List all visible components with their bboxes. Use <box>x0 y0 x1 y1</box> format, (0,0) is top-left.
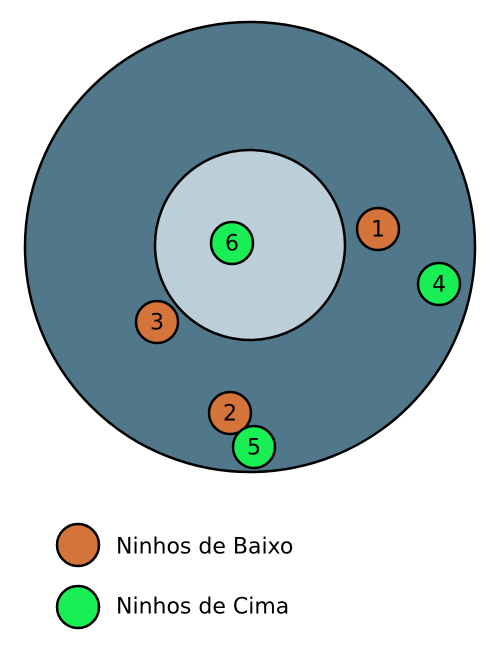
legend: Ninhos de Baixo Ninhos de Cima <box>55 522 293 630</box>
nest-5-label: 5 <box>247 436 261 461</box>
nest-4-marker <box>416 261 462 307</box>
nest-5: 5 <box>231 424 277 470</box>
nest-4-label: 4 <box>432 273 446 298</box>
nest-1-marker <box>355 206 401 252</box>
nest-6-label: 6 <box>225 232 239 257</box>
nest-3: 3 <box>134 299 180 345</box>
legend-label-cima: Ninhos de Cima <box>116 595 289 620</box>
nest-6: 6 <box>209 220 255 266</box>
nest-1-label: 1 <box>371 218 385 243</box>
nest-5-marker <box>231 424 277 470</box>
nest-2: 2 <box>207 390 253 436</box>
nests-layer: 6 1 3 4 25 <box>134 206 462 470</box>
nest-4: 4 <box>416 261 462 307</box>
nest-2-label: 2 <box>223 402 237 427</box>
legend-swatch-baixo <box>55 522 101 568</box>
legend-label-baixo: Ninhos de Baixo <box>116 535 293 560</box>
nest-2-marker <box>207 390 253 436</box>
nest-3-marker <box>134 299 180 345</box>
legend-swatch-cima <box>55 584 101 630</box>
nest-3-label: 3 <box>150 311 164 336</box>
nest-6-marker <box>209 220 255 266</box>
nest-1: 1 <box>355 206 401 252</box>
